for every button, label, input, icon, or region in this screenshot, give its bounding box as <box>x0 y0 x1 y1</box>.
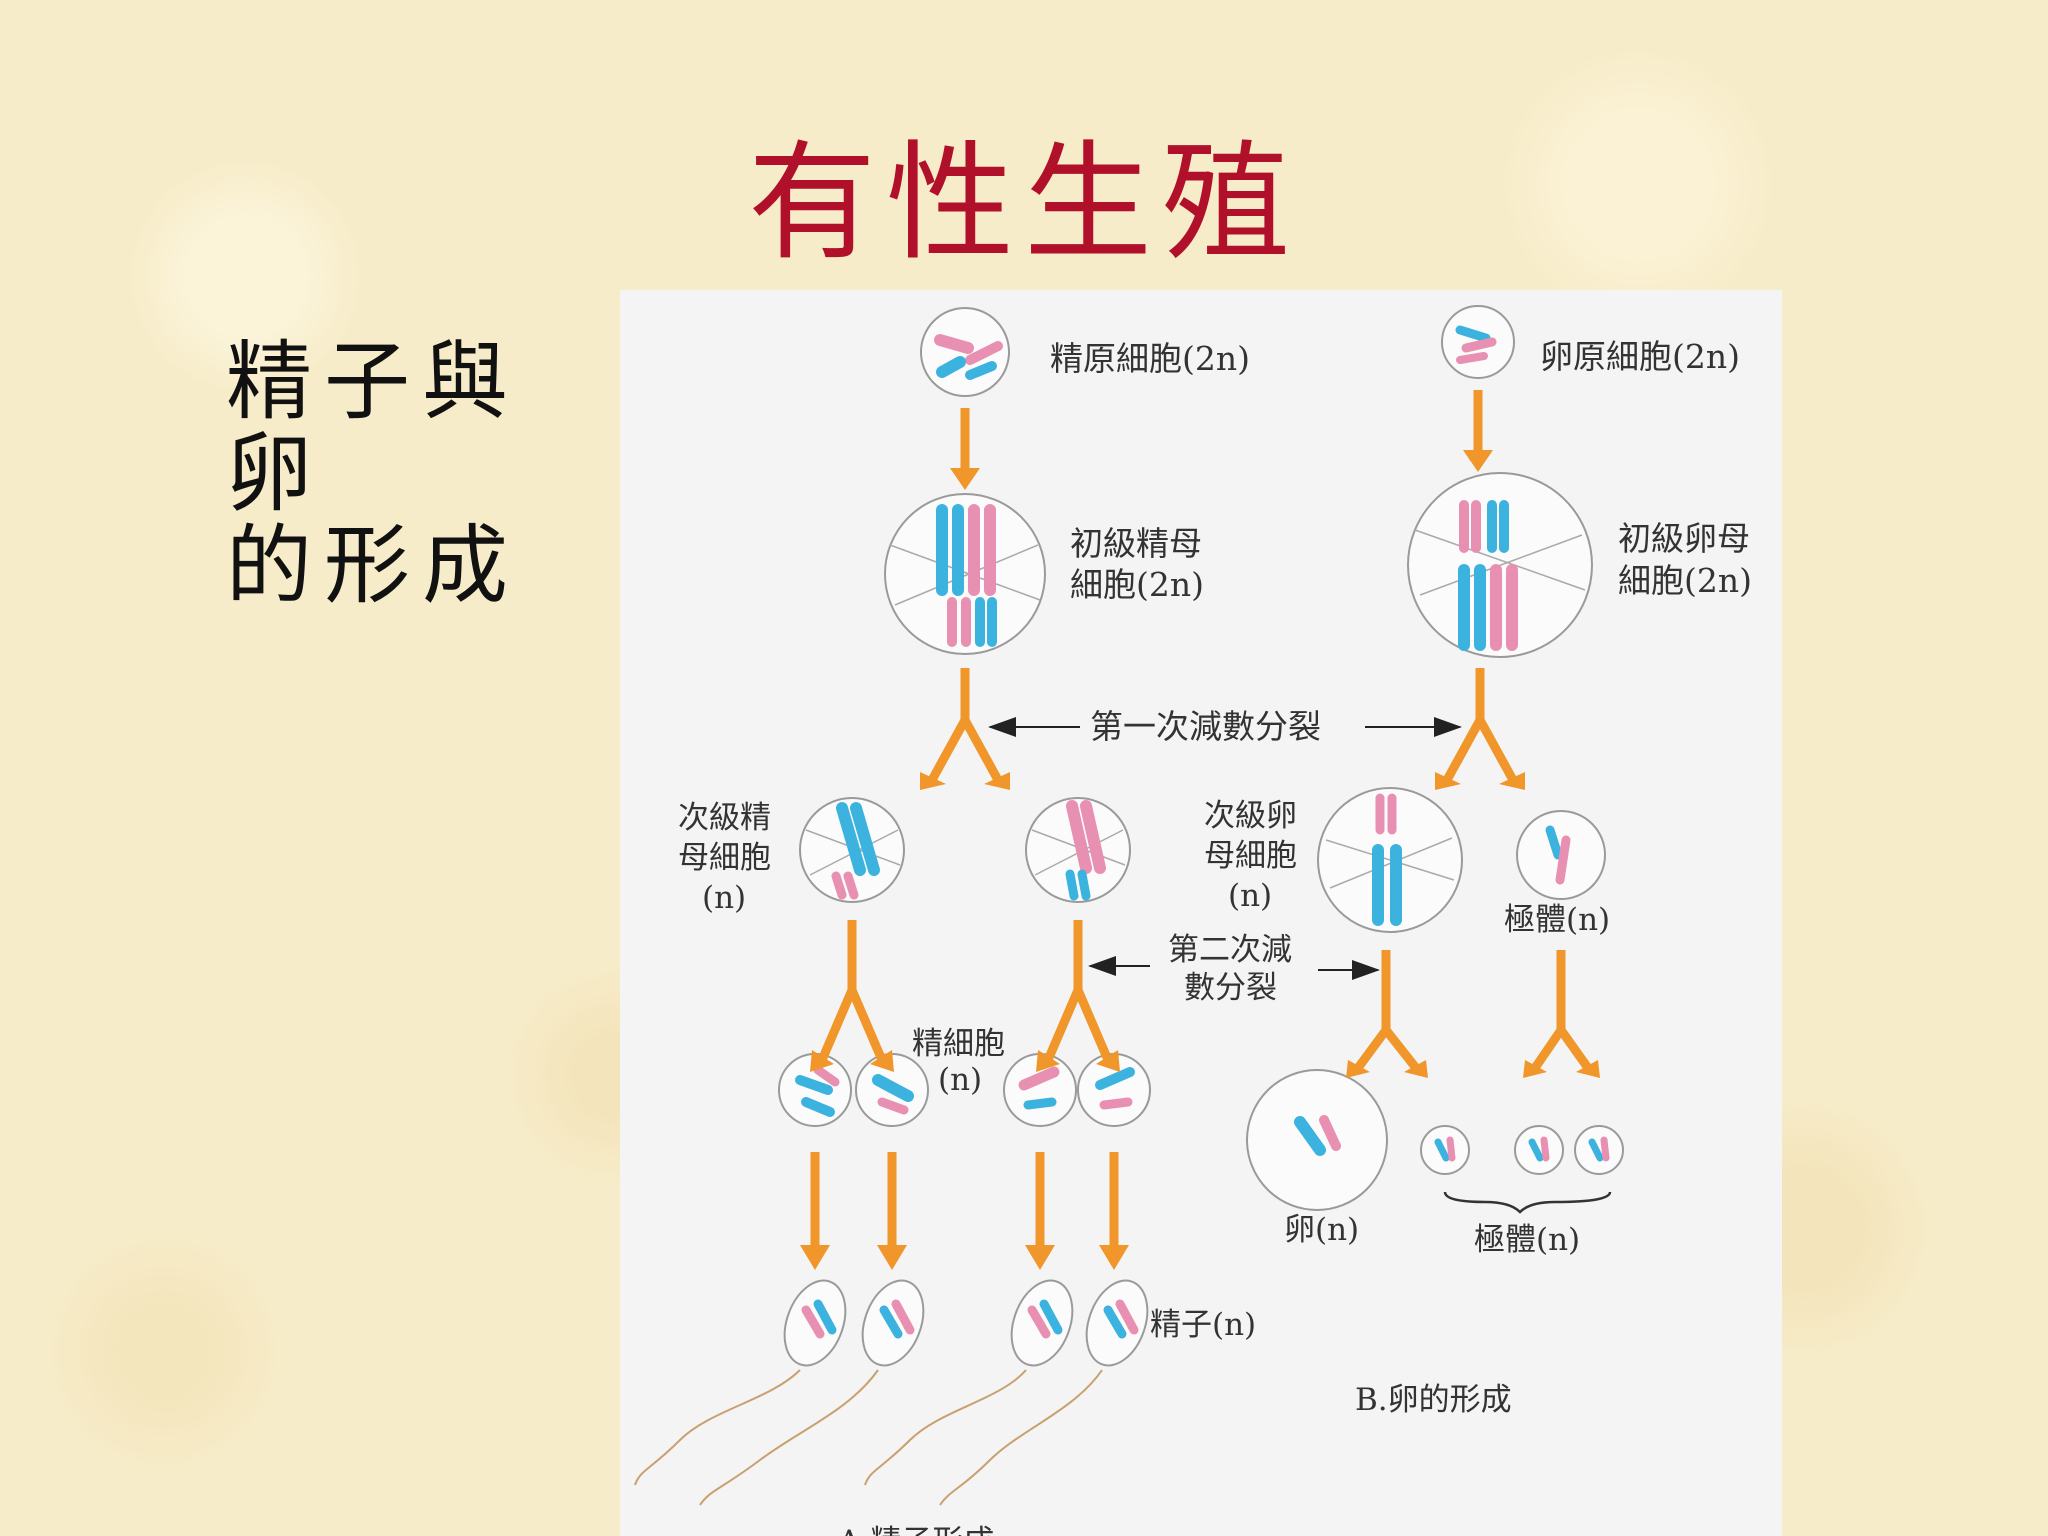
label-polar-body-first: 極體(n) <box>1504 902 1610 938</box>
label-spermatogonium: 精原細胞(2n) <box>1050 339 1250 378</box>
label-meiosis-two-line2: 數分裂 <box>1184 970 1277 1006</box>
label-secondary-spermatocyte-line1: 次級精 <box>678 800 771 836</box>
label-primary-oocyte-line2: 細胞(2n) <box>1618 561 1752 600</box>
label-spermatid-line2: (n) <box>938 1062 982 1098</box>
label-polar-bodies: 極體(n) <box>1474 1222 1580 1258</box>
label-secondary-spermatocyte-line2: 母細胞 <box>678 840 771 876</box>
label-primary-oocyte-line1: 初級卵母 <box>1618 519 1750 558</box>
meiosis-diagram: 精原細胞(2n) 卵原細胞(2n) 初級精母 細胞(2n) 初級卵母 細胞(2n… <box>634 305 1752 1536</box>
slide-subtitle: 精子與卵 的形成 <box>226 336 606 612</box>
label-egg: 卵(n) <box>1284 1212 1359 1248</box>
subtitle-line-1: 精子與卵 <box>226 332 520 524</box>
subtitle-line-2: 的形成 <box>226 516 520 616</box>
label-meiosis-two-line1: 第二次減 <box>1168 932 1292 968</box>
label-spermatid-line1: 精細胞 <box>912 1026 1005 1062</box>
caption-sperm-formation: A.精子形成 <box>837 1524 994 1536</box>
label-meiosis-one: 第一次減數分裂 <box>1090 707 1321 746</box>
sperm-tails <box>634 1369 1103 1506</box>
label-secondary-oocyte-line1: 次級卵 <box>1204 798 1297 834</box>
caption-egg-formation: B.卵的形成 <box>1355 1382 1512 1418</box>
polar-body-brace <box>1443 1191 1612 1214</box>
label-primary-spermatocyte-line2: 細胞(2n) <box>1070 565 1204 604</box>
label-primary-spermatocyte-line1: 初級精母 <box>1070 524 1202 563</box>
slide-title: 有性生殖 <box>747 129 1300 278</box>
label-sperm: 精子(n) <box>1150 1307 1256 1343</box>
label-secondary-oocyte-line2: 母細胞 <box>1204 838 1297 874</box>
meiosis-diagram-panel: 精原細胞(2n) 卵原細胞(2n) 初級精母 細胞(2n) 初級卵母 細胞(2n… <box>620 290 1782 1536</box>
label-secondary-oocyte-line3: (n) <box>1228 878 1272 914</box>
orange-arrows <box>810 390 1592 1245</box>
label-secondary-spermatocyte-line3: (n) <box>702 880 746 916</box>
label-oogonium: 卵原細胞(2n) <box>1540 337 1740 376</box>
primary-spermatocyte-cell <box>884 493 1046 655</box>
